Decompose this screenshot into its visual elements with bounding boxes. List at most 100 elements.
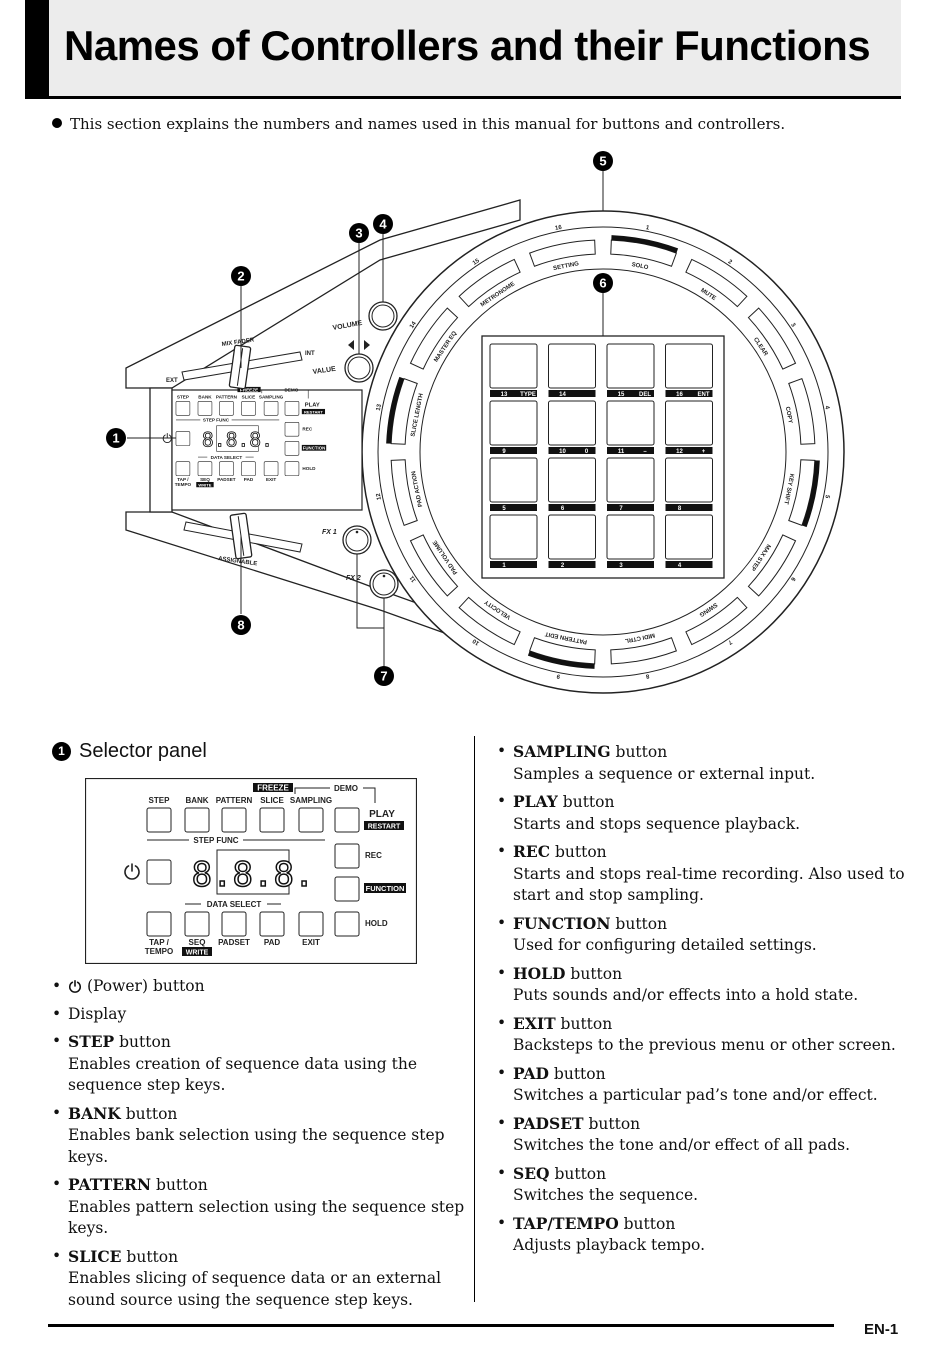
pad [489,457,538,503]
play-label: PLAY [369,809,395,820]
callout-1: 1 [106,428,126,448]
pad-number: 7 [619,506,623,512]
item-name: SAMPLING [513,742,611,761]
play-button [284,401,300,416]
item-name: FUNCTION [513,913,611,933]
volume-knob [368,301,398,331]
pad-label-strip [665,447,713,454]
page-number: EN-1 [864,1321,899,1338]
item-name: TAP/TEMPO [513,1213,619,1233]
pad [548,343,596,389]
rec-button [334,843,360,869]
padset-label: PADSET [217,477,236,482]
item-suffix: button [549,1064,606,1083]
mix-fader [181,344,303,390]
device-pad-ring [419,268,787,636]
item-suffix: button [121,1247,179,1266]
restart-badge [364,821,404,830]
item-suffix: button [151,1176,208,1194]
pad-number: 6 [561,506,565,512]
rec-label: REC [302,426,312,431]
item-name: SEQ [513,1163,550,1183]
pad-number: 3 [619,563,623,569]
svg-text:7: 7 [380,669,387,684]
header-accent-block [25,0,49,97]
pad-label-strip [548,390,596,397]
ring-key [788,377,816,445]
power-button [146,859,172,885]
callout-leaders [127,171,604,666]
item-name: PLAY [513,792,558,811]
ring-step-keys [386,235,820,669]
restart-label: RESTART [368,824,401,831]
value-knob [344,353,374,383]
hold-label: HOLD [365,919,388,928]
pad-label-strip [548,561,596,568]
freeze-label: FREEZE [257,784,289,793]
ring-key [390,459,418,527]
function-label: FUNCTION [303,446,325,451]
ring-key-label: COPY [784,406,793,424]
function-badge [301,444,327,451]
pad-number: 13 [501,392,508,398]
ring-key-number: 12 [376,492,383,500]
exit-button [263,461,279,476]
rec-label: REC [365,851,382,860]
ring-key [610,637,678,665]
pad-number: 5 [502,506,506,512]
ring-key-number: 1 [645,225,650,232]
ring-key-label: MIDI CTRL [624,631,655,643]
ring-key [409,534,459,597]
item-suffix: button [610,743,668,761]
header-band [25,0,901,97]
fx1-label: FX 1 [322,529,337,536]
ring-key-number: 11 [409,574,418,583]
pattern-label: PATTERN [216,796,253,805]
item-name: PADSET [513,1113,584,1133]
svg-text:8: 8 [237,618,244,633]
pad-label-strip [607,390,654,397]
item-suffix: button [550,843,607,861]
item-name: REC [513,842,551,861]
pad-number: 11 [618,449,625,455]
seq-button [184,911,210,937]
item-suffix: button [114,1033,171,1051]
pad-number: 4 [678,563,682,569]
section-title: Selector panel [79,740,207,762]
item-suffix: button [120,1104,178,1123]
svg-text:2: 2 [237,269,244,284]
demo-label: DEMO [334,784,358,793]
fx1-knob [342,525,372,555]
pad [606,400,655,446]
pad-function: TYPE [520,392,536,398]
item-suffix: button [555,1014,613,1033]
bullet-icon [52,118,62,128]
pad-number: 2 [561,563,565,569]
ring-key-number: 4 [823,405,830,410]
pattern-label: PATTERN [216,395,238,400]
play-button [334,807,360,833]
step-func-label: STEP FUNC [193,836,238,845]
freeze-badge [253,783,293,792]
write-badge [196,482,214,488]
ring-key-number: 3 [789,322,796,329]
item-description: Enables creation of sequence data using … [68,1054,418,1095]
item-suffix: Display [68,1004,127,1023]
svg-text:3: 3 [355,226,362,241]
ring-key-number: 2 [727,259,734,266]
pad-label-strip [490,390,537,397]
seq-button [197,461,213,476]
power-icon [68,979,82,993]
int-label: INT [305,351,315,357]
